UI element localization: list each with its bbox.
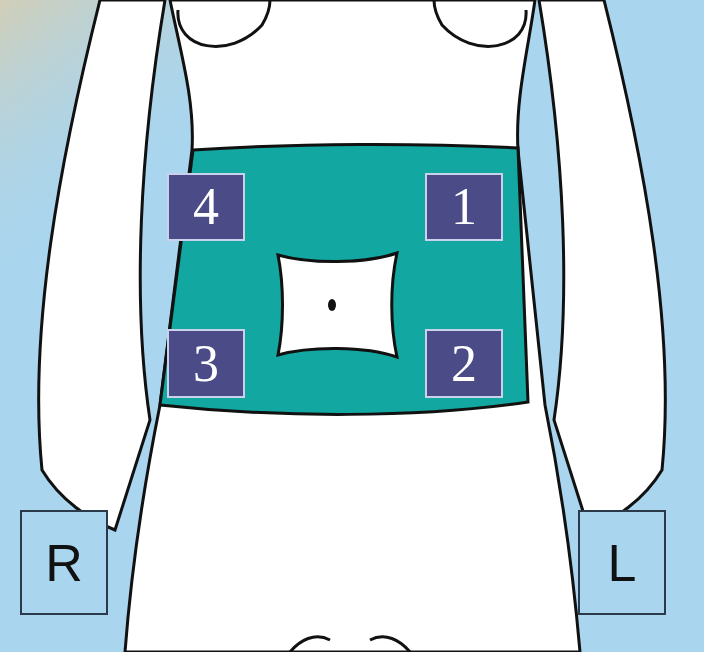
chest-line xyxy=(178,0,270,46)
callout-number: 1 xyxy=(425,173,503,241)
navel xyxy=(328,299,336,311)
arm-outline xyxy=(539,0,665,530)
callout-number: 2 xyxy=(425,329,503,398)
callout-number: 2 xyxy=(451,338,477,390)
arm-outline xyxy=(39,0,165,530)
callout-number: 4 xyxy=(167,173,245,241)
hip-line xyxy=(290,637,330,652)
side-label: R xyxy=(45,537,83,589)
callout-number: 4 xyxy=(193,181,219,233)
side-label-box: L xyxy=(578,510,666,615)
callout-number: 1 xyxy=(451,181,477,233)
chest-line xyxy=(434,0,526,46)
hip-line xyxy=(370,637,410,652)
side-label: L xyxy=(608,537,637,589)
navel-area xyxy=(278,253,397,357)
callout-number: 3 xyxy=(167,329,245,398)
abdomen-band xyxy=(160,144,528,414)
callout-number: 3 xyxy=(193,338,219,390)
torso-outline xyxy=(125,0,580,652)
side-label-box: R xyxy=(20,510,108,615)
